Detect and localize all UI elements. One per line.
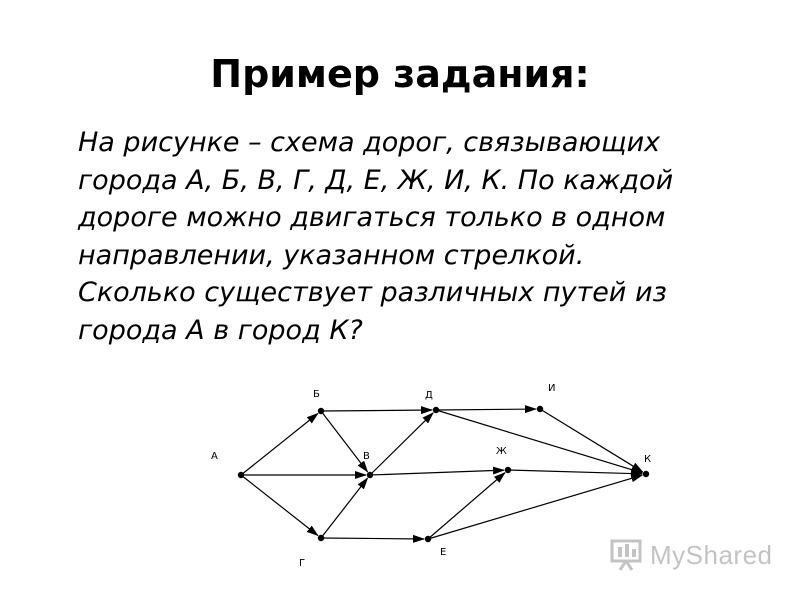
node-I bbox=[536, 405, 544, 413]
node-K bbox=[642, 470, 650, 478]
task-text-line: дороге можно двигаться только в одном bbox=[78, 202, 666, 233]
watermark-text: MyShared bbox=[650, 539, 773, 570]
node-label-I: И bbox=[548, 383, 555, 394]
edge-G-E bbox=[320, 534, 426, 543]
task-text: На рисунке – схема дорог, связывающих го… bbox=[78, 124, 778, 349]
edge-G-V bbox=[320, 477, 369, 539]
edge-I-K bbox=[539, 408, 644, 473]
task-text-line: направлении, указанном стрелкой. bbox=[78, 239, 585, 271]
task-text-line: города А в город К? bbox=[78, 314, 363, 346]
edge-V-D bbox=[369, 412, 434, 476]
node-label-V: В bbox=[363, 451, 370, 462]
node-label-G: Г bbox=[299, 558, 305, 569]
node-A bbox=[237, 471, 245, 479]
edge-A-G bbox=[240, 474, 319, 537]
edge-A-B bbox=[240, 412, 319, 476]
node-label-B: Б bbox=[313, 389, 320, 400]
edge-E-K bbox=[427, 474, 644, 540]
edge-E-Zh bbox=[427, 471, 506, 540]
node-label-Zh: Ж bbox=[496, 446, 507, 457]
node-G bbox=[317, 534, 325, 542]
node-E bbox=[424, 535, 432, 543]
node-D bbox=[432, 406, 440, 414]
node-Zh bbox=[504, 466, 512, 474]
node-label-E: Е bbox=[440, 547, 446, 558]
task-text-line: Сколько существует различных путей из bbox=[78, 277, 667, 308]
task-text-line: города А, Б, В, Г, Д, Е, Ж, И, К. По каж… bbox=[78, 164, 674, 196]
edges-layer bbox=[240, 405, 644, 543]
edge-Zh-K bbox=[507, 469, 644, 478]
node-B bbox=[317, 407, 325, 415]
node-label-K: К bbox=[644, 454, 651, 465]
node-label-A: А bbox=[211, 451, 218, 462]
nodes-layer: А Б В Г Д Е Ж И К bbox=[211, 383, 651, 569]
watermark: MyShared bbox=[610, 538, 773, 572]
edge-B-D bbox=[320, 406, 434, 415]
edge-B-V bbox=[320, 410, 369, 473]
edge-V-Zh bbox=[369, 466, 506, 476]
task-text-line: На рисунке – схема дорог, связывающих bbox=[78, 127, 661, 158]
edge-D-I bbox=[435, 405, 538, 414]
node-label-D: Д bbox=[425, 390, 433, 401]
slide-title: Пример задания: bbox=[210, 52, 590, 96]
node-V bbox=[366, 471, 374, 479]
projector-screen-icon bbox=[610, 539, 642, 571]
edge-D-K bbox=[435, 409, 644, 474]
